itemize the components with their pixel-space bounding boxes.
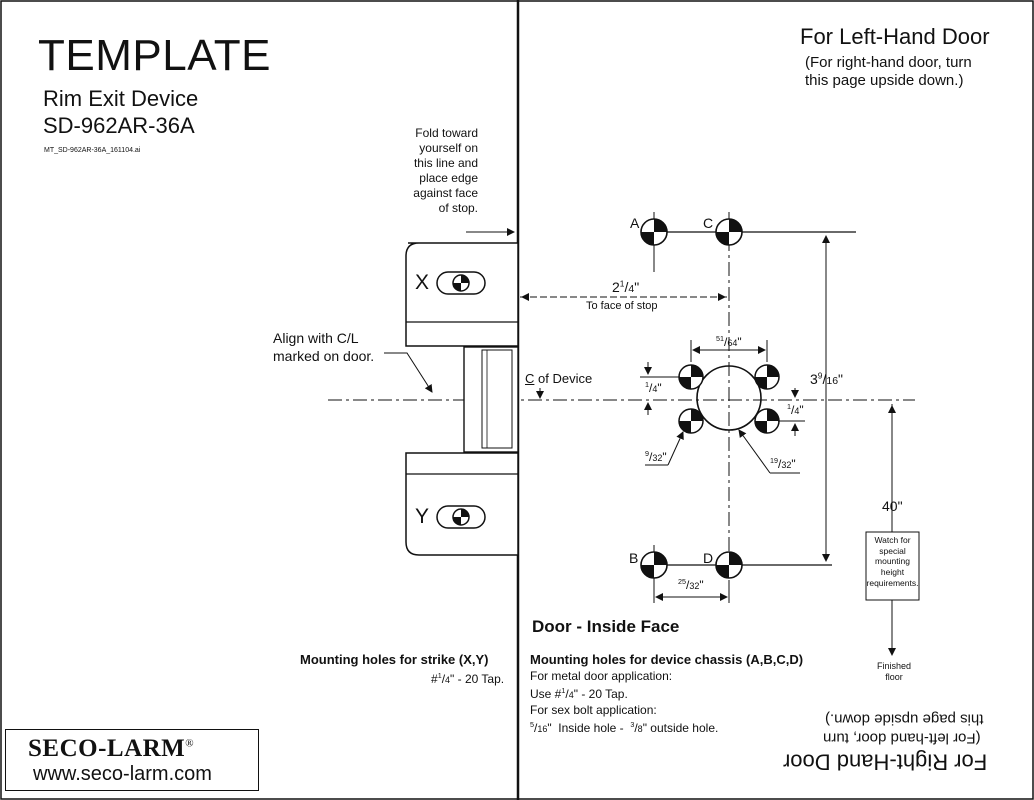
align-note-leader bbox=[384, 352, 433, 393]
watch-note: Watch for special mounting height requir… bbox=[866, 535, 919, 588]
chassis-line-2: Use #1/4" - 20 Tap. bbox=[530, 686, 628, 701]
hole-label-c: C bbox=[703, 215, 714, 231]
hole-label-a: A bbox=[630, 215, 640, 231]
target-hole-c bbox=[715, 218, 743, 246]
brand-box bbox=[5, 729, 259, 791]
right-hand-door-note-1: (For left-hand door, turn bbox=[823, 729, 981, 747]
watch-note-box bbox=[865, 531, 920, 601]
strike-label-x: X bbox=[415, 271, 430, 294]
floor-height-value: 40" bbox=[882, 498, 903, 514]
chassis-heading: Mounting holes for device chassis (A,B,C… bbox=[530, 652, 804, 667]
dim-19-32: 19/32" bbox=[770, 456, 796, 471]
target-hole-d bbox=[715, 551, 743, 579]
align-note: Align with C/L marked on door. bbox=[273, 330, 375, 364]
model-number: SD-962AR-36A bbox=[43, 113, 195, 138]
product-name: Rim Exit Device bbox=[43, 86, 199, 111]
hole-label-d: D bbox=[703, 550, 714, 566]
door-face-label: Door - Inside Face bbox=[532, 617, 680, 636]
dim-19-32-leader bbox=[738, 429, 771, 474]
strike-tap-note: #1/4" - 20 Tap. bbox=[431, 671, 505, 686]
strike-label-y: Y bbox=[415, 505, 430, 528]
strike-hole-x bbox=[436, 271, 486, 295]
right-hand-door-note-2: this page upside down.) bbox=[825, 710, 984, 728]
strike-heading: Mounting holes for strike (X,Y) bbox=[300, 652, 489, 667]
dim-stop-value: 21/4" bbox=[612, 278, 640, 295]
right-hand-door-title: For Right-Hand Door bbox=[783, 749, 988, 775]
cl-of-device-label: C of Device bbox=[525, 371, 593, 386]
dim-51-64: 51/64" bbox=[716, 334, 742, 349]
left-hand-door-note-1: (For right-hand door, turn bbox=[805, 54, 972, 71]
dim-stop-caption: To face of stop bbox=[586, 300, 658, 312]
brand-logo: SECO-LARM® bbox=[28, 735, 195, 762]
fold-note: Fold toward yourself on this line and pl… bbox=[413, 126, 478, 215]
chassis-line-3: For sex bolt application: bbox=[530, 703, 657, 717]
dim-9-32-leader bbox=[667, 431, 684, 466]
finished-floor-label: Finished floor bbox=[876, 661, 912, 682]
left-hand-door-title: For Left-Hand Door bbox=[800, 24, 990, 49]
chassis-line-4: 5/16" Inside hole - 3/8" outside hole. bbox=[530, 720, 719, 735]
brand-url[interactable]: www.seco-larm.com bbox=[33, 763, 212, 785]
dim-9-32: 9/32" bbox=[645, 449, 667, 464]
chassis-line-1: For metal door application: bbox=[530, 669, 673, 683]
cylinder-hole-cluster bbox=[678, 364, 780, 434]
left-hand-door-note-2: this page upside down.) bbox=[805, 72, 964, 89]
dim-quarter-right: 1/4" bbox=[787, 402, 804, 417]
target-hole-b bbox=[640, 551, 668, 579]
target-hole-a bbox=[640, 218, 668, 246]
dim-25-32: 25/32" bbox=[678, 577, 704, 592]
strike-body bbox=[405, 242, 519, 556]
dim-height-value: 39/16" bbox=[810, 370, 844, 387]
dim-quarter-left: 1/4" bbox=[645, 380, 662, 395]
page-title: TEMPLATE bbox=[38, 31, 272, 80]
hole-label-b: B bbox=[629, 550, 639, 566]
file-reference: MT_SD-962AR-36A_161104.ai bbox=[44, 147, 141, 154]
strike-hole-y bbox=[436, 505, 486, 529]
